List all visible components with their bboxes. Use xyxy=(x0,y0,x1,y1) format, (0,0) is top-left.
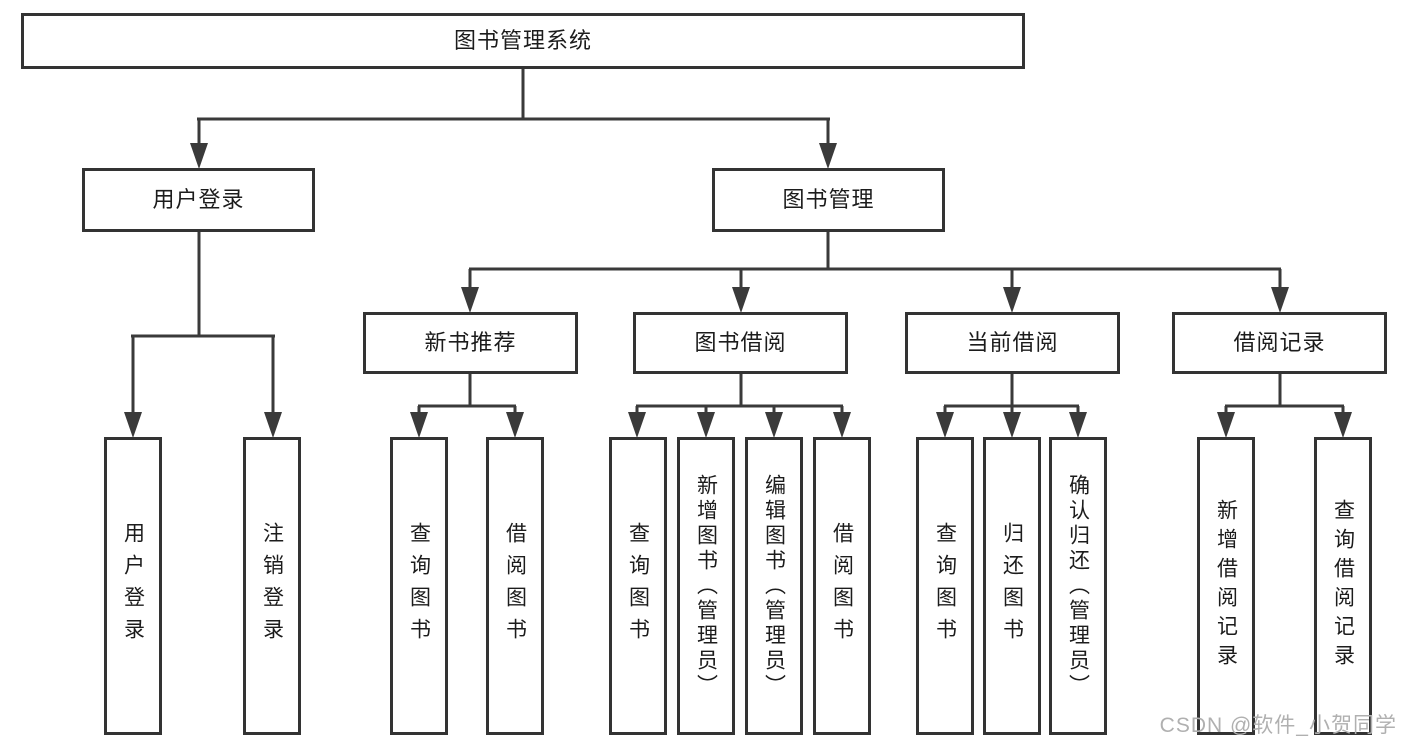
leaf-nbr-query-books: 查询图书 xyxy=(390,437,448,735)
leaf-label: 注销登录 xyxy=(260,522,284,650)
node-book-management-system: 图书管理系统 xyxy=(21,13,1025,69)
leaf-bb-borrow-books: 借阅图书 xyxy=(813,437,871,735)
leaf-label: 查询借阅记录 xyxy=(1331,499,1355,673)
leaf-user-login: 用户登录 xyxy=(104,437,162,735)
leaf-label: 新增图书（管理员） xyxy=(694,473,718,699)
node-label: 当前借阅 xyxy=(966,329,1059,355)
arrowheads xyxy=(124,143,1352,438)
node-label: 新书推荐 xyxy=(424,329,517,355)
leaf-label: 归还图书 xyxy=(1000,522,1024,650)
node-label: 图书管理 xyxy=(782,186,875,212)
leaf-cb-query-books: 查询图书 xyxy=(916,437,974,735)
leaf-br-query-record: 查询借阅记录 xyxy=(1314,437,1372,735)
node-label: 借阅记录 xyxy=(1233,329,1326,355)
leaf-label: 查询图书 xyxy=(626,522,650,650)
leaf-label: 查询图书 xyxy=(407,522,431,650)
node-label: 用户登录 xyxy=(152,186,245,212)
leaf-bb-edit-books-admin: 编辑图书（管理员） xyxy=(745,437,803,735)
leaf-label: 新增借阅记录 xyxy=(1214,499,1238,673)
leaf-label: 查询图书 xyxy=(933,522,957,650)
leaf-label: 用户登录 xyxy=(121,522,145,650)
leaf-nbr-borrow-books: 借阅图书 xyxy=(486,437,544,735)
node-borrow-records: 借阅记录 xyxy=(1172,312,1387,374)
node-new-book-recommend: 新书推荐 xyxy=(363,312,578,374)
node-label: 图书借阅 xyxy=(694,329,787,355)
watermark: CSDN @软件_小贺同学 xyxy=(1159,714,1397,737)
leaf-label: 编辑图书（管理员） xyxy=(762,473,786,699)
leaf-bb-add-books-admin: 新增图书（管理员） xyxy=(677,437,735,735)
leaf-cb-return-books: 归还图书 xyxy=(983,437,1041,735)
node-current-borrow: 当前借阅 xyxy=(905,312,1120,374)
leaf-logout: 注销登录 xyxy=(243,437,301,735)
leaf-label: 确认归还（管理员） xyxy=(1066,473,1090,699)
leaf-label: 借阅图书 xyxy=(503,522,527,650)
leaf-label: 借阅图书 xyxy=(830,522,854,650)
leaf-cb-confirm-return-admin: 确认归还（管理员） xyxy=(1049,437,1107,735)
leaf-bb-query-books: 查询图书 xyxy=(609,437,667,735)
node-book-management: 图书管理 xyxy=(712,168,945,232)
node-user-login: 用户登录 xyxy=(82,168,315,232)
leaf-br-add-record: 新增借阅记录 xyxy=(1197,437,1255,735)
node-book-borrow: 图书借阅 xyxy=(633,312,848,374)
node-label: 图书管理系统 xyxy=(453,27,592,53)
